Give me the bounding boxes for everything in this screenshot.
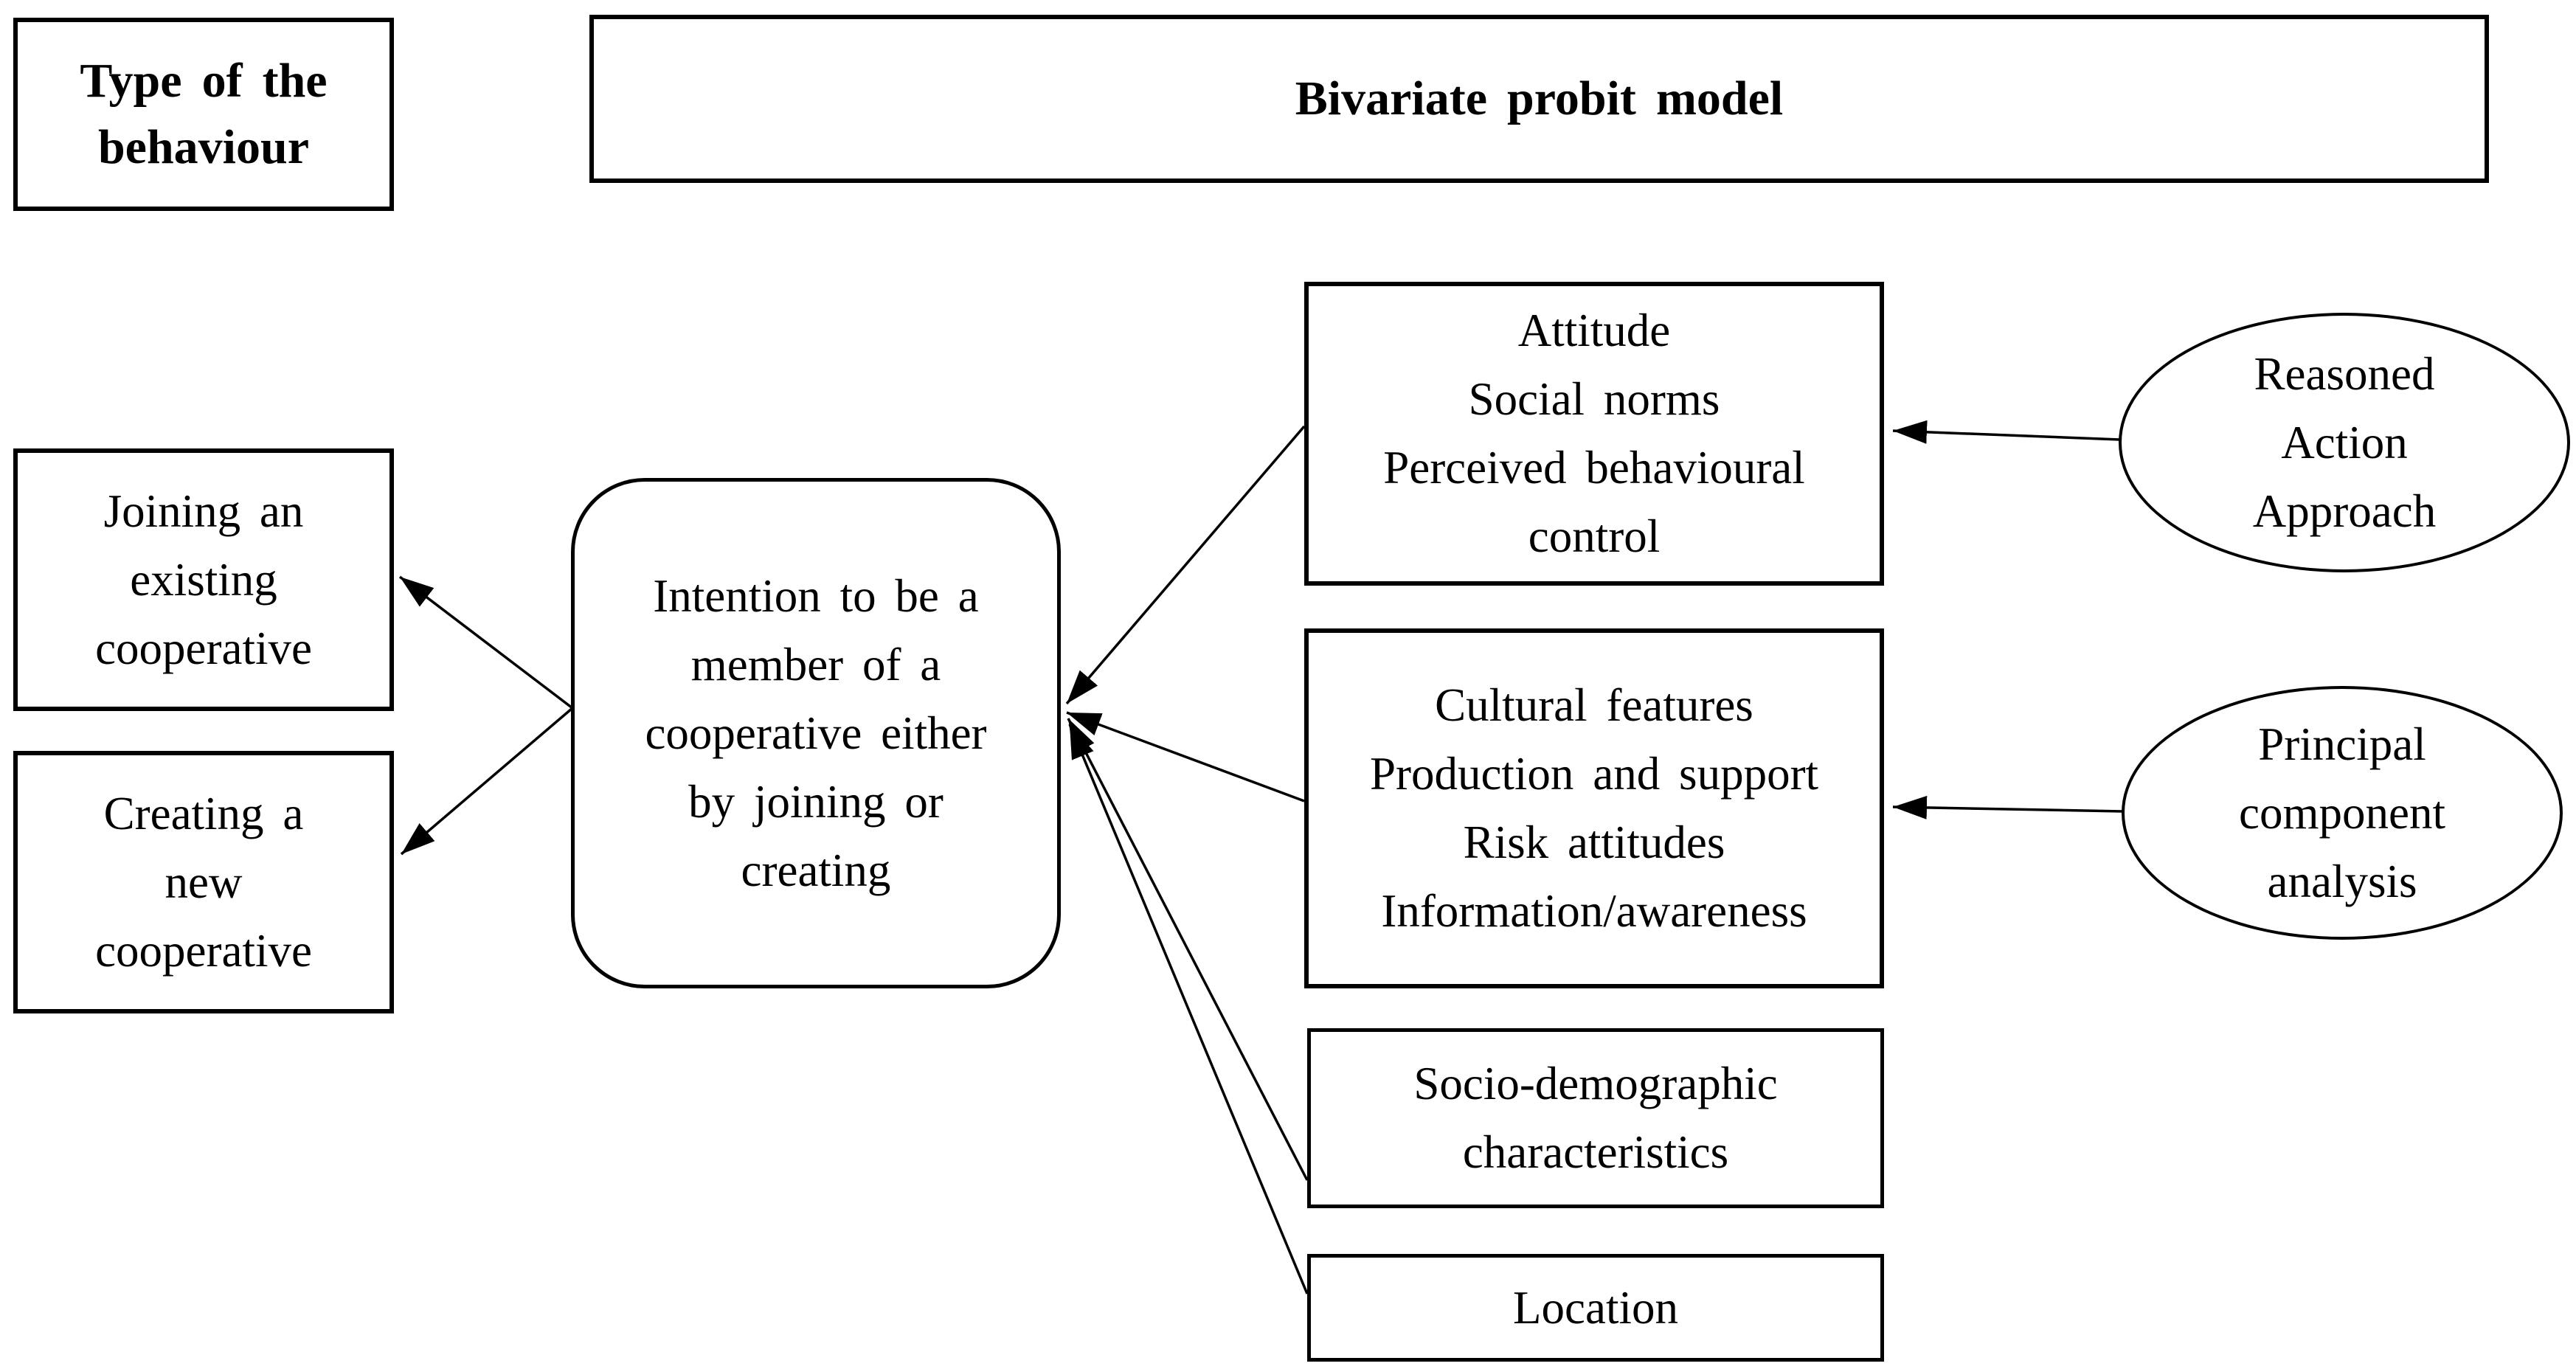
- node-location: Location: [1307, 1254, 1884, 1362]
- node-joining-label: Joining an existing cooperative: [95, 485, 312, 674]
- arrow-socio-to-intention: [1067, 718, 1309, 1181]
- node-intention-to-be-member: Intention to be a member of a cooperativ…: [571, 478, 1061, 988]
- header-type-of-behaviour-label: Type of the behaviour: [80, 54, 328, 174]
- arrow-intention-to-creating: [400, 707, 574, 856]
- node-cultural-production-risk-information: Cultural features Production and support…: [1304, 628, 1884, 988]
- node-attitude-label: Attitude Social norms Perceived behaviou…: [1383, 305, 1805, 562]
- node-socio-label: Socio-demographic characteristics: [1413, 1058, 1778, 1178]
- node-cultural-label: Cultural features Production and support…: [1369, 679, 1819, 937]
- node-creating-new-cooperative: Creating a new cooperative: [13, 751, 394, 1013]
- node-intention-label: Intention to be a member of a cooperativ…: [645, 569, 987, 896]
- node-pca-label: Principal component analysis: [2239, 718, 2445, 907]
- node-reasoned-action-approach: Reasoned Action Approach: [2119, 313, 2570, 572]
- arrow-attitude-to-intention: [1065, 425, 1306, 705]
- node-raa-label: Reasoned Action Approach: [2252, 347, 2437, 537]
- node-principal-component-analysis: Principal component analysis: [2122, 686, 2563, 940]
- arrow-intention-to-joining: [398, 575, 574, 710]
- node-joining-existing-cooperative: Joining an existing cooperative: [13, 448, 394, 711]
- arrow-pca-to-cultural: [1892, 795, 2124, 819]
- header-type-of-behaviour: Type of the behaviour: [13, 18, 394, 211]
- arrow-cultural-to-intention: [1066, 711, 1305, 803]
- header-bivariate-probit-model: Bivariate probit model: [589, 15, 2489, 183]
- header-bivariate-probit-model-label: Bivariate probit model: [1295, 72, 1784, 125]
- arrow-raa-to-attitude: [1892, 420, 2121, 444]
- node-location-label: Location: [1513, 1281, 1678, 1334]
- node-creating-label: Creating a new cooperative: [95, 787, 312, 977]
- node-attitude-social-norms-pbc: Attitude Social norms Perceived behaviou…: [1304, 282, 1884, 586]
- arrow-location-to-intention: [1068, 724, 1309, 1295]
- node-socio-demographic-characteristics: Socio-demographic characteristics: [1307, 1028, 1884, 1208]
